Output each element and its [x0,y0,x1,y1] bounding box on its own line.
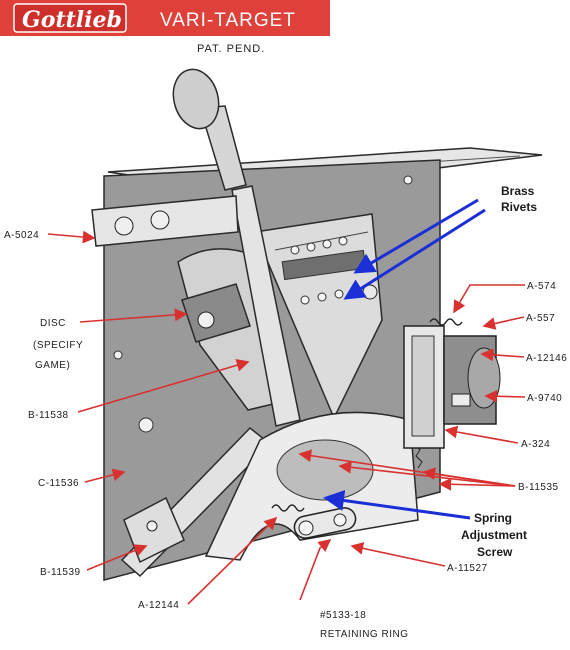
label-a574: A-574 [527,281,556,292]
label-a324: A-324 [521,439,550,450]
part-labels: A-5024 DISC (SPECIFY GAME) B-11538 C-115… [4,230,567,640]
note-brass-2: Rivets [501,200,537,214]
label-b11539: B-11539 [40,567,81,578]
label-disc-2: (SPECIFY [33,340,83,351]
label-a11527: A-11527 [447,563,488,574]
label-ring-2: RETAINING RING [320,629,408,640]
label-a5024: A-5024 [4,230,39,241]
callout-arrows [323,198,486,520]
callout-notes: Brass Rivets Spring Adjustment Screw [461,184,537,559]
brand-badge [13,3,127,33]
label-disc-3: GAME) [35,360,70,371]
label-c11536: C-11536 [38,478,79,489]
label-a557: A-557 [526,313,555,324]
label-a12144: A-12144 [138,600,179,611]
label-disc-1: DISC [40,318,66,329]
leader-lines [47,230,526,605]
brand-logo: Gottlieb [22,7,122,33]
mechanism-illustration [91,68,543,581]
label-b11538: B-11538 [28,410,69,421]
coil-spring [271,504,305,512]
label-ring-1: #5133-18 [320,610,366,621]
note-spring-2: Adjustment [461,528,527,542]
switch-spring [429,318,463,326]
note-spring-3: Screw [477,545,513,559]
handle-paddle [172,68,220,130]
plate-hole [138,417,154,433]
note-brass-1: Brass [501,184,535,198]
label-b11535: B-11535 [518,482,559,493]
disc-bracket [181,283,251,343]
label-a12146: A-12146 [526,353,567,364]
label-a9740: A-9740 [527,393,562,404]
patent-note: PAT. PEND. [197,43,265,55]
note-spring-1: Spring [474,511,512,525]
pivot-arm [231,185,301,427]
product-title: VARI-TARGET [160,10,296,31]
header: Gottlieb VARI-TARGET PAT. PEND. [0,0,330,55]
